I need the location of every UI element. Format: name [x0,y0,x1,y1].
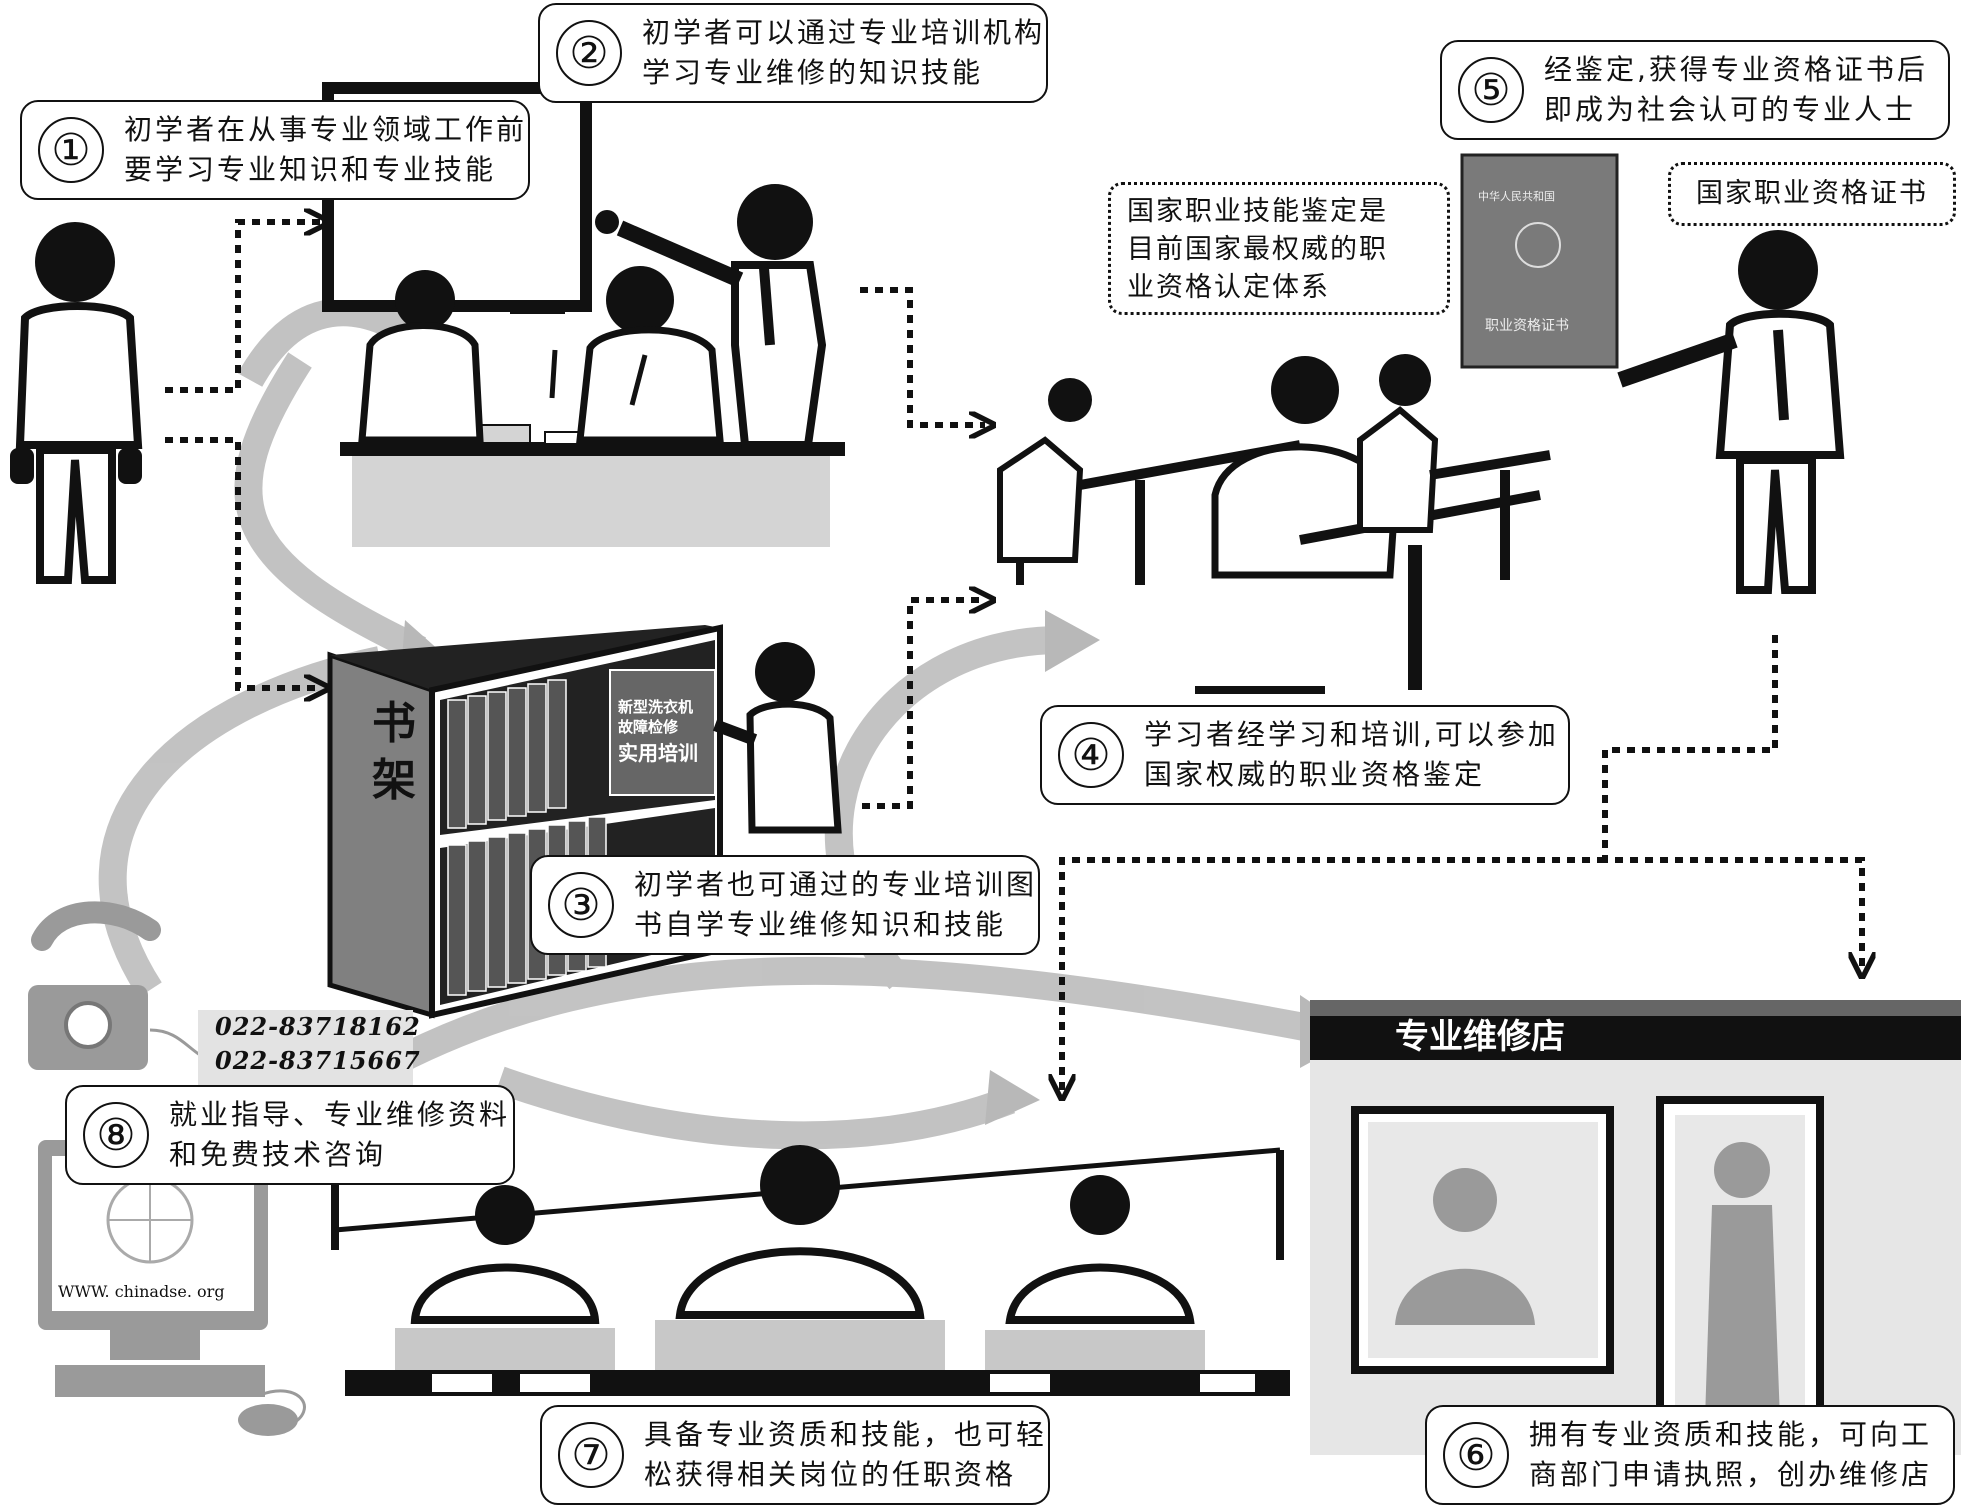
step-7-number: ⑦ [558,1422,624,1488]
step-5-line-1: 经鉴定,获得专业资格证书后 [1544,53,1928,86]
dotted-flow-arrows [165,222,1862,1090]
repair-shop: 专业维修店 [1310,1000,1961,1455]
training-book-cover: 新型洗衣机 故障检修 实用培训 [609,669,716,796]
step-4-line-1: 学习者经学习和培训,可以参加 [1144,718,1559,751]
step-4-callout: ④ 学习者经学习和培训,可以参加 国家权威的职业资格鉴定 [1040,705,1570,805]
step-1-callout: ① 初学者在从事专业领域工作前 要学习专业知识和专业技能 [20,100,530,200]
shop-sign: 专业维修店 [1395,1017,1565,1057]
teacher-figure [595,184,827,449]
step-5-number: ⑤ [1458,57,1524,123]
phone-number-1: 022-83718162 [215,1012,421,1041]
book-cover-title-1: 新型洗衣机 [618,698,693,716]
step-2-number: ② [556,20,622,86]
step-8-callout: ⑧ 就业指导、专业维修资料 和免费技术咨询 [65,1085,515,1185]
workers-row [331,1145,1290,1396]
bookshelf-label-2: 架 [372,755,416,806]
step-6-line-1: 拥有专业资质和技能，可向工 [1529,1418,1933,1451]
step-4-number: ④ [1058,722,1124,788]
step-3-callout: ③ 初学者也可通过的专业培训图 书自学专业维修知识和技能 [530,855,1040,955]
qualification-certificate: 中华人民共和国 职业资格证书 [1460,153,1619,369]
step-8-number: ⑧ [83,1102,149,1168]
step-2-callout: ② 初学者可以通过专业培训机构 学习专业维修的知识技能 [538,3,1048,103]
authority-note-line-1: 国家职业技能鉴定是 [1127,196,1388,227]
step-2-line-2: 学习专业维修的知识技能 [642,56,984,89]
reader-figure [712,642,842,834]
bookshelf-label-1: 书 [372,698,416,749]
step-5-callout: ⑤ 经鉴定,获得专业资格证书后 即成为社会认可的专业人士 [1440,40,1950,140]
step-2-line-1: 初学者可以通过专业培训机构 [642,16,1046,49]
learner-figure [10,222,143,584]
step-7-line-1: 具备专业资质和技能，也可轻 [644,1418,1048,1451]
authority-note-line-3: 业资格认定体系 [1127,272,1330,303]
step-3-line-1: 初学者也可通过的专业培训图 [634,868,1038,901]
bookshelf: 书 架 新型洗衣机 故障检修 实用培训 [327,624,723,1019]
step-4-line-2: 国家权威的职业资格鉴定 [1144,758,1486,791]
classroom-students [358,266,724,444]
step-7-callout: ⑦ 具备专业资质和技能，也可轻 松获得相关岗位的任职资格 [540,1405,1050,1505]
presenter-figure [1617,230,1845,594]
website-url: WWW. chinadse. org [58,1282,225,1301]
exam-room [997,354,1551,694]
authority-note-line-2: 目前国家最权威的职 [1127,234,1388,265]
book-cover-title-3: 实用培训 [618,741,698,765]
certificate-top-text: 中华人民共和国 [1478,189,1555,203]
step-7-line-2: 松获得相关岗位的任职资格 [644,1458,1017,1491]
step-3-line-2: 书自学专业维修知识和技能 [634,908,1007,941]
book-cover-title-2: 故障检修 [618,718,679,736]
phone-number-2: 022-83715667 [215,1046,421,1075]
step-6-line-2: 商部门申请执照，创办维修店 [1529,1458,1933,1491]
authority-note: 国家职业技能鉴定是 目前国家最权威的职 业资格认定体系 [1108,182,1450,315]
step-1-line-1: 初学者在从事专业领域工作前 [124,113,528,146]
step-1-number: ① [38,117,104,183]
step-8-line-2: 和免费技术咨询 [169,1138,387,1171]
step-6-number: ⑥ [1443,1422,1509,1488]
step-5-line-2: 即成为社会认可的专业人士 [1544,93,1917,126]
step-3-number: ③ [548,872,614,938]
step-1-line-2: 要学习专业知识和专业技能 [124,153,497,186]
certificate-cover-text: 职业资格证书 [1485,318,1569,334]
certificate-label: 国家职业资格证书 [1696,178,1928,209]
step-6-callout: ⑥ 拥有专业资质和技能，可向工 商部门申请执照，创办维修店 [1425,1405,1955,1505]
certificate-label-note: 国家职业资格证书 [1668,162,1956,226]
telephone-icon [28,901,201,1070]
step-8-line-1: 就业指导、专业维修资料 [169,1098,511,1131]
